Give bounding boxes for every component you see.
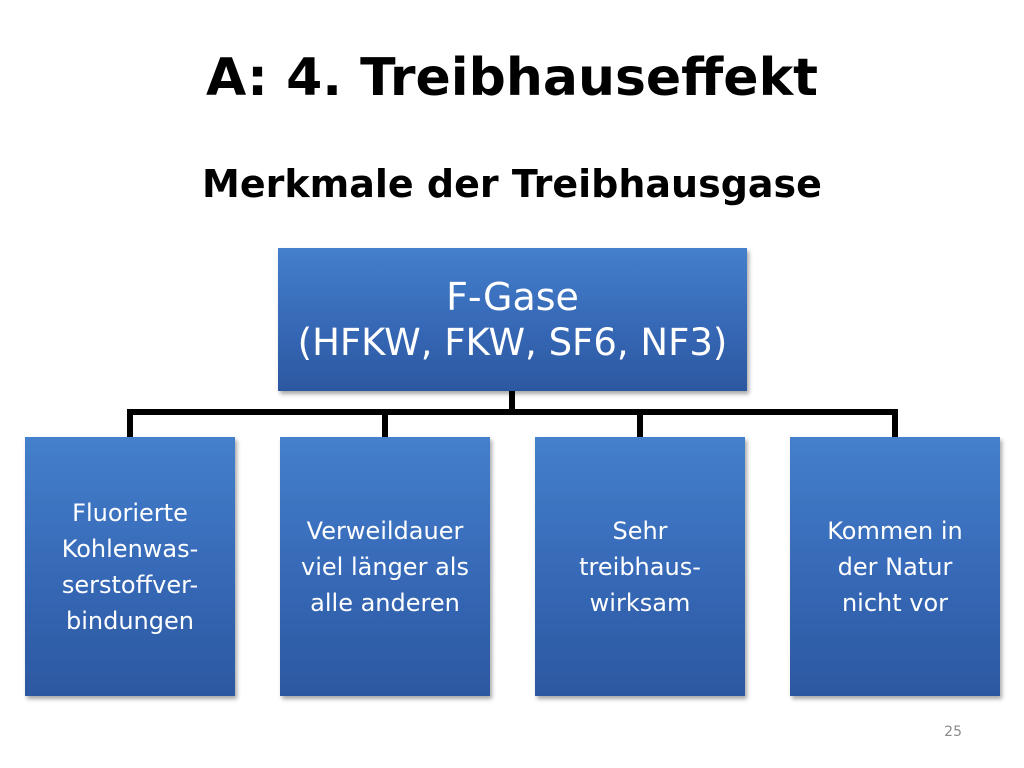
child-node-3-text: Sehr treibhaus- wirksam	[579, 516, 701, 617]
child-node-2: Verweildauer viel länger als alle andere…	[280, 437, 490, 696]
child-node-2-text: Verweildauer viel länger als alle andere…	[301, 516, 469, 617]
child-node-1: Fluorierte Kohlenwas- serstoffver- bindu…	[25, 437, 235, 696]
page-number: 25	[944, 724, 962, 740]
root-node-subtitle: (HFKW, FKW, SF6, NF3)	[297, 320, 728, 364]
child-node-1-text: Fluorierte Kohlenwas- serstoffver- bindu…	[61, 498, 199, 635]
child-node-4-text: Kommen in der Natur nicht vor	[827, 516, 963, 617]
root-node-title: F-Gase	[446, 274, 579, 319]
child-node-4: Kommen in der Natur nicht vor	[790, 437, 1000, 696]
child-node-3: Sehr treibhaus- wirksam	[535, 437, 745, 696]
root-node-f-gase: F-Gase (HFKW, FKW, SF6, NF3)	[278, 248, 747, 391]
slide-title: A: 4. Treibhauseffekt	[205, 48, 819, 108]
slide-subtitle: Merkmale der Treibhausgase	[202, 162, 822, 206]
